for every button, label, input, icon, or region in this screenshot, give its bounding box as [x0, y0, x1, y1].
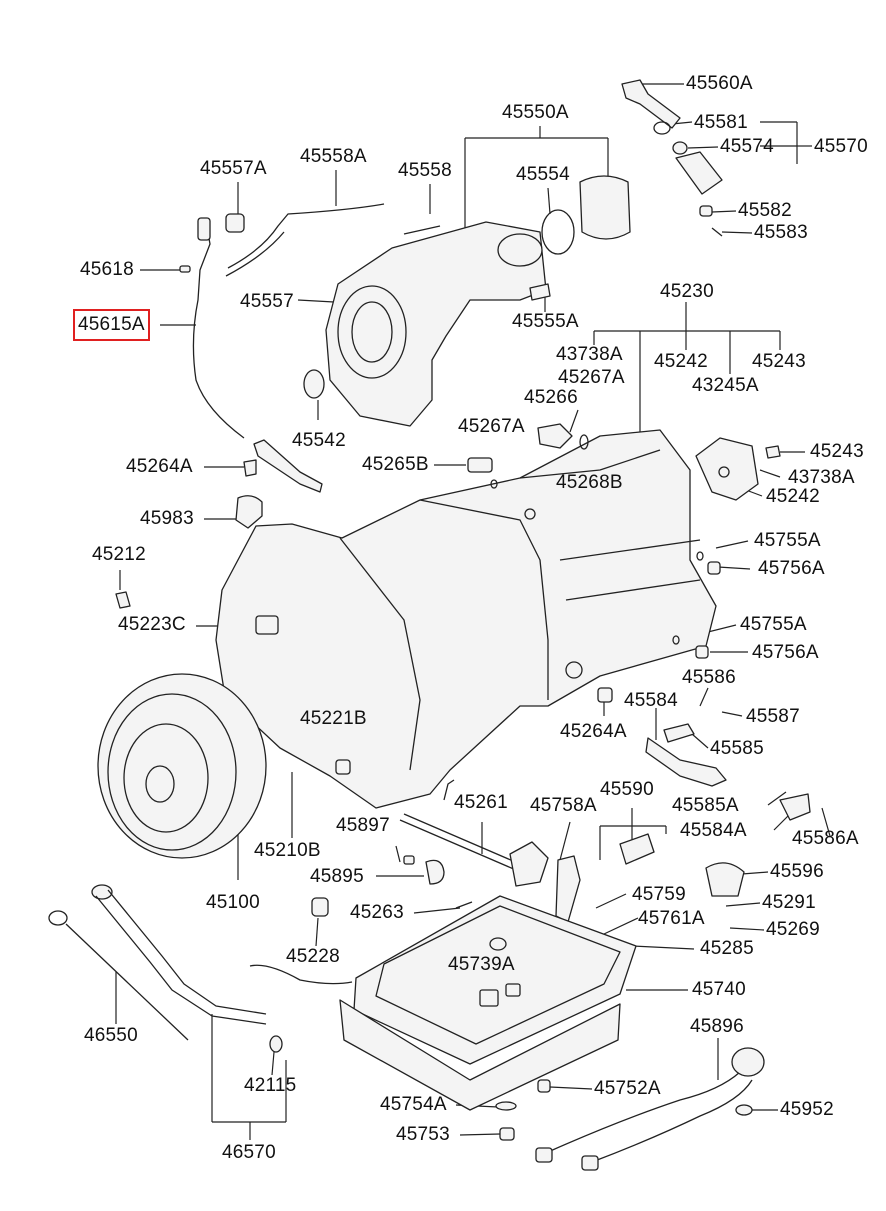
part-label-45100: 45100 [206, 892, 260, 913]
part-label-45983: 45983 [140, 508, 194, 529]
part-label-45221B: 45221B [300, 708, 367, 729]
filler-tube-and-dipstick [48, 884, 353, 1053]
part-label-45555A: 45555A [512, 311, 579, 332]
part-label-45585A: 45585A [672, 795, 739, 816]
part-label-45895: 45895 [310, 866, 364, 887]
part-label-45267A-b: 45267A [458, 416, 525, 437]
shift-linkage [311, 723, 811, 923]
extension-housing [325, 175, 631, 427]
part-label-45952: 45952 [780, 1099, 834, 1120]
part-label-45266: 45266 [524, 387, 578, 408]
part-label-45754A: 45754A [380, 1094, 447, 1115]
part-label-45228: 45228 [286, 946, 340, 967]
part-label-42115: 42115 [244, 1075, 297, 1096]
part-label-45570: 45570 [814, 136, 868, 157]
part-label-46550: 46550 [84, 1025, 138, 1046]
part-label-45758A: 45758A [530, 795, 597, 816]
part-label-45243-top: 45243 [752, 351, 806, 372]
part-label-45897: 45897 [336, 815, 390, 836]
part-label-45212: 45212 [92, 544, 146, 565]
side-cover [695, 437, 759, 501]
part-label-45560A: 45560A [686, 73, 753, 94]
part-label-45264A-top: 45264A [126, 456, 193, 477]
part-label-43738A-top: 43738A [556, 344, 623, 365]
part-label-45285: 45285 [700, 938, 754, 959]
wiring-harness [495, 1047, 765, 1171]
part-label-45753: 45753 [396, 1124, 450, 1145]
output-shaft-assembly [621, 79, 723, 237]
part-label-45587: 45587 [746, 706, 800, 727]
part-label-45756A-a: 45756A [758, 558, 825, 579]
part-label-45242-right: 45242 [766, 486, 820, 507]
part-label-45896: 45896 [690, 1016, 744, 1037]
part-label-45550A: 45550A [502, 102, 569, 123]
oil-cooler-lines [225, 203, 385, 277]
part-label-46570: 46570 [222, 1142, 276, 1163]
part-label-45242-top: 45242 [654, 351, 708, 372]
part-label-45752A: 45752A [594, 1078, 661, 1099]
part-label-45755A-b: 45755A [740, 614, 807, 635]
part-label-45542: 45542 [292, 430, 346, 451]
part-label-45267A-a: 45267A [558, 367, 625, 388]
part-label-45615A-highlighted[interactable]: 45615A [73, 309, 150, 341]
part-label-45618: 45618 [80, 259, 134, 280]
part-label-45210B: 45210B [254, 840, 321, 861]
part-label-45584: 45584 [624, 690, 678, 711]
part-label-45268B: 45268B [556, 472, 623, 493]
part-label-45583: 45583 [754, 222, 808, 243]
part-label-45223C: 45223C [118, 614, 186, 635]
part-label-45586A: 45586A [792, 828, 859, 849]
part-label-45263: 45263 [350, 902, 404, 923]
part-label-45582: 45582 [738, 200, 792, 221]
part-label-45264A-mid: 45264A [560, 721, 627, 742]
valve-body-and-oil-pan [339, 895, 637, 1111]
part-label-45739A: 45739A [448, 954, 515, 975]
speed-sensor-gear [303, 369, 325, 399]
transmission-case [215, 429, 717, 809]
part-label-45740: 45740 [692, 979, 746, 1000]
part-label-45557: 45557 [240, 291, 294, 312]
part-label-45558: 45558 [398, 160, 452, 181]
leader-lines [115, 83, 831, 1140]
part-label-45230: 45230 [660, 281, 714, 302]
part-label-45574: 45574 [720, 136, 774, 157]
part-label-45557A: 45557A [200, 158, 267, 179]
part-label-45291: 45291 [762, 892, 816, 913]
part-label-45243-right: 45243 [810, 441, 864, 462]
part-label-45269: 45269 [766, 919, 820, 940]
dipstick-cable [179, 217, 245, 439]
torque-converter [97, 673, 267, 859]
part-label-45755A-a: 45755A [754, 530, 821, 551]
part-label-43738A-right: 43738A [788, 467, 855, 488]
part-label-45590: 45590 [600, 779, 654, 800]
part-label-45581: 45581 [694, 112, 748, 133]
part-label-45584A: 45584A [680, 820, 747, 841]
part-label-45761A: 45761A [638, 908, 705, 929]
part-label-45558A: 45558A [300, 146, 367, 167]
part-label-45265B: 45265B [362, 454, 429, 475]
part-label-45261: 45261 [454, 792, 508, 813]
small-fittings [115, 423, 781, 775]
part-label-43245A: 43245A [692, 375, 759, 396]
part-label-45759: 45759 [632, 884, 686, 905]
part-label-45585: 45585 [710, 738, 764, 759]
part-label-45554: 45554 [516, 164, 570, 185]
part-label-45596: 45596 [770, 861, 824, 882]
part-label-45586: 45586 [682, 667, 736, 688]
part-label-45756A-b: 45756A [752, 642, 819, 663]
